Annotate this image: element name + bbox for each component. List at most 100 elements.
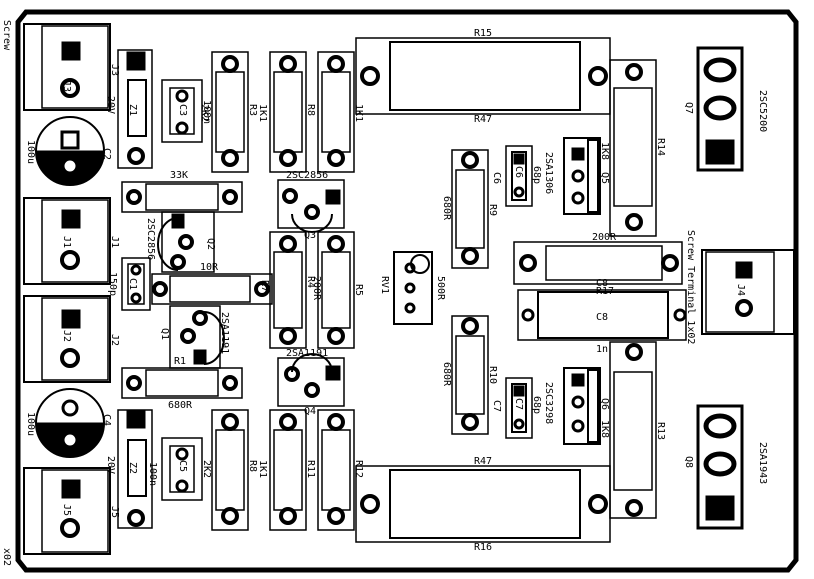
- resistor-r9: [451, 149, 489, 269]
- resistor-r16: [355, 465, 611, 543]
- label-rv1v: 500R: [435, 276, 446, 301]
- label-r7: R7: [259, 280, 270, 292]
- label-r7v: 10R: [200, 262, 219, 273]
- label-j5b: J5: [109, 506, 120, 518]
- label-r14: R14: [655, 138, 666, 156]
- label-r15v: R47: [474, 114, 492, 125]
- label-r1: R1: [174, 356, 186, 367]
- label-c7v: 68p: [531, 396, 542, 414]
- label-j1: J1: [61, 236, 72, 248]
- resistor-33k: [121, 181, 243, 213]
- terminal-j5: [23, 467, 111, 555]
- label-q8: Q8: [683, 456, 694, 468]
- resistor-r6-top: [317, 51, 355, 173]
- capacitor-c7: [505, 377, 533, 439]
- label-r5: R5: [353, 284, 364, 296]
- label-r4v: 1K1: [257, 104, 268, 122]
- label-q2v: 2SC2856: [145, 218, 156, 260]
- label-c6v: 68p: [531, 166, 542, 184]
- label-c8b: C8: [596, 278, 608, 289]
- terminal-j2: [23, 295, 111, 383]
- board-outline: [15, 9, 799, 573]
- label-c1v: 150p: [107, 272, 118, 296]
- label-r17v: 200R: [592, 232, 617, 243]
- terminal-j4: [701, 249, 795, 335]
- resistor-r13: [609, 341, 657, 519]
- terminal-j1: [23, 197, 111, 285]
- capacitor-c6: [505, 145, 533, 207]
- resistor-r7: [151, 273, 273, 305]
- label-r3v: 2K2: [199, 104, 210, 122]
- resistor-r10: [451, 315, 489, 435]
- label-r10v: 680R: [441, 362, 452, 387]
- label-q6v: 2SC3298: [543, 382, 554, 424]
- label-r17: R17: [596, 286, 614, 297]
- label-q4v: 2SA1191: [286, 348, 328, 359]
- zener-z1: [117, 49, 153, 169]
- label-c7lbl: C7: [491, 400, 502, 412]
- label-r15: R15: [474, 28, 492, 39]
- label-c4: C4: [101, 414, 112, 426]
- label-q3: Q3: [304, 230, 316, 241]
- label-c4v: 100u: [25, 412, 36, 436]
- resistor-r11: [269, 409, 307, 531]
- transistor-q1: [169, 305, 225, 369]
- label-j3: J3: [61, 80, 72, 92]
- terminal-j3: [23, 23, 111, 111]
- label-c8: C8: [596, 312, 608, 323]
- label-j1b: J1: [109, 236, 120, 248]
- label-c1: C1: [127, 278, 138, 290]
- label-rv1: RV1: [379, 276, 390, 294]
- label-j2b: J2: [109, 334, 120, 346]
- label-c6lbl: C6: [491, 172, 502, 184]
- silkscreen-labels: J3 J3 C2 100u J1 J1 150p C1 J2 J2 C4 100…: [1, 20, 768, 566]
- transistor-q3: [277, 179, 345, 233]
- label-j4: J4: [735, 284, 746, 296]
- transistor-q2: [157, 211, 215, 273]
- label-c2v: 100u: [25, 140, 36, 164]
- label-j3b: J3: [109, 64, 120, 76]
- capacitor-c3: [161, 79, 203, 143]
- transistor-q4: [277, 353, 345, 407]
- capacitor-c8: [517, 289, 687, 341]
- resistor-r14: [609, 59, 657, 237]
- label-z1v: 20V: [105, 96, 116, 114]
- label-c3v: 100n: [201, 100, 212, 124]
- label-screw-right: Screw Terminal 1x02: [685, 230, 696, 344]
- capacitor-c5: [161, 437, 203, 501]
- label-q5: Q5: [599, 172, 610, 184]
- label-q6r: 1K8: [599, 420, 610, 438]
- label-z1: Z1: [127, 104, 138, 116]
- transistor-q8: [696, 404, 744, 530]
- label-r11v: 1K1: [257, 460, 268, 478]
- label-r11: R11: [305, 460, 316, 478]
- label-r12: R12: [353, 460, 364, 478]
- resistor-r15: [355, 37, 611, 115]
- label-r16: R16: [474, 542, 492, 553]
- label-z2: Z2: [127, 462, 138, 474]
- label-r8b: R8: [247, 460, 258, 472]
- zener-z2: [117, 409, 153, 529]
- label-c7: C7: [513, 398, 524, 410]
- label-q5v: 2SA1306: [543, 152, 554, 194]
- resistor-r17: [513, 241, 683, 285]
- trimmer-rv1: [393, 251, 433, 325]
- transistor-q6: [563, 367, 601, 445]
- transistor-q5: [563, 137, 601, 215]
- label-c3: C3: [177, 104, 188, 116]
- label-c5: C5: [177, 460, 188, 472]
- label-r3: R3: [247, 104, 258, 116]
- label-r13: R13: [655, 422, 666, 440]
- resistor-r1: [121, 367, 243, 399]
- label-r16v: R47: [474, 456, 492, 467]
- label-c6: C6: [513, 166, 524, 178]
- label-q6: Q6: [599, 398, 610, 410]
- resistor-r12: [317, 409, 355, 531]
- label-q7v: 2SC5200: [757, 90, 768, 132]
- label-c5v: 100n: [147, 462, 158, 486]
- resistor-r4-top: [269, 51, 307, 173]
- label-r8v: 2K2: [201, 460, 212, 478]
- label-r4bv: 200R: [311, 276, 322, 301]
- label-r1v: 680R: [168, 400, 193, 411]
- label-q1: Q1: [159, 328, 170, 340]
